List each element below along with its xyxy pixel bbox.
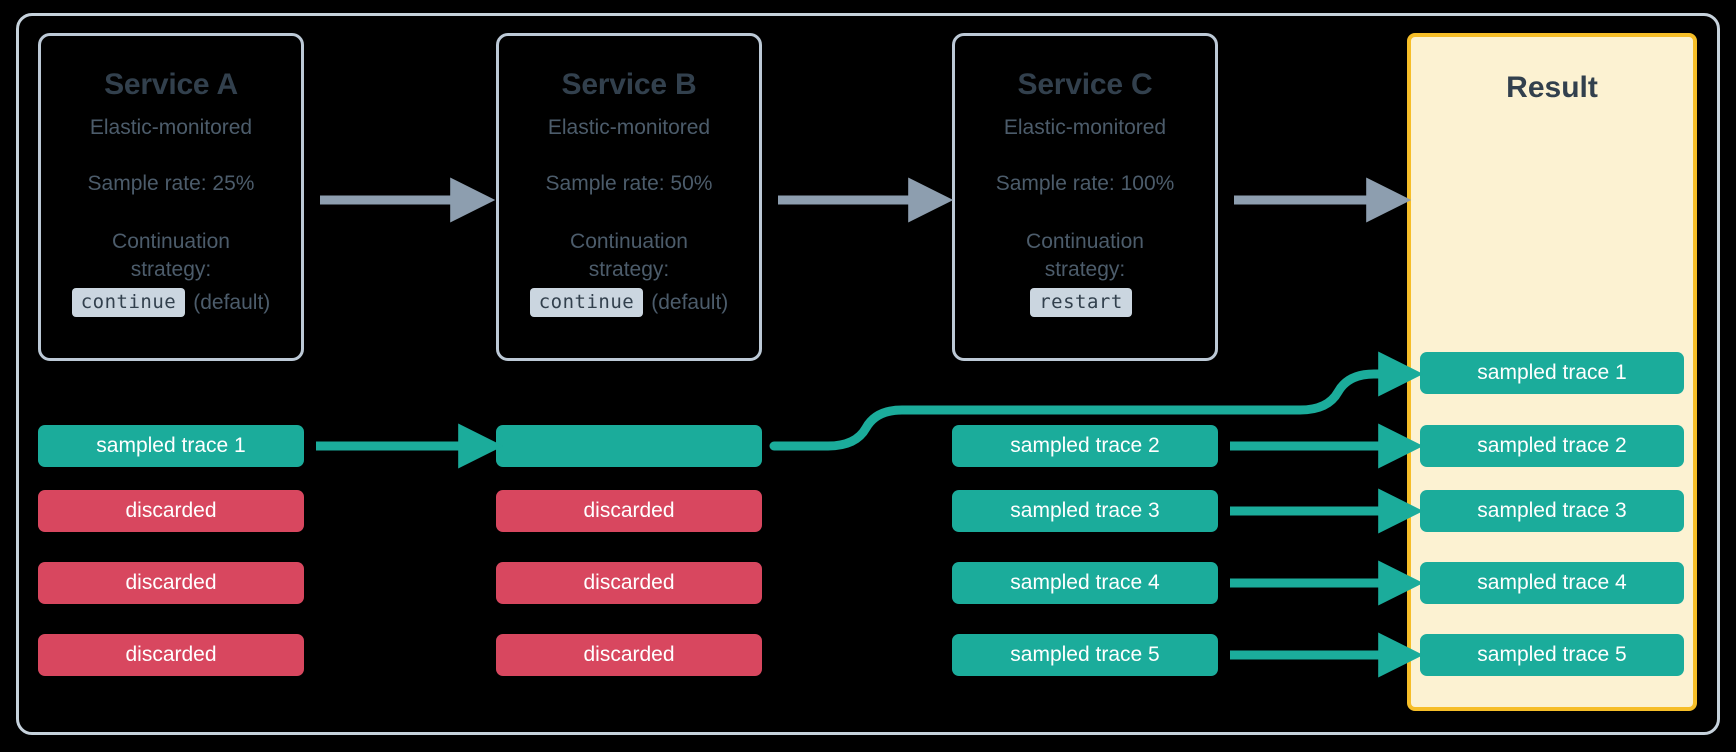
trace-pill-a-4-label: discarded xyxy=(125,643,217,666)
service-a-strategy-note: (default) xyxy=(193,290,271,314)
result-pill-5-label: sampled trace 5 xyxy=(1477,643,1627,666)
trace-pill-a-2: discarded xyxy=(38,490,304,532)
service-a-sample-rate: Sample rate: 25% xyxy=(87,172,255,196)
service-b-strategy-chip: continue xyxy=(529,288,644,318)
trace-pill-c-4-label: sampled trace 5 xyxy=(1010,643,1160,666)
trace-pill-c-3: sampled trace 4 xyxy=(952,562,1218,604)
service-b-strategy-row: continue (default) xyxy=(499,288,759,318)
trace-pill-c-1-label: sampled trace 2 xyxy=(1010,434,1160,457)
trace-pill-c-4: sampled trace 5 xyxy=(952,634,1218,676)
result-pill-3-label: sampled trace 3 xyxy=(1477,499,1627,522)
trace-pill-b-4-label: discarded xyxy=(583,643,675,666)
result-pill-2: sampled trace 2 xyxy=(1420,425,1684,467)
result-pill-4: sampled trace 4 xyxy=(1420,562,1684,604)
service-c-strategy-row: restart xyxy=(955,288,1215,318)
trace-pill-b-1 xyxy=(496,425,762,467)
service-c-subtitle: Elastic-monitored xyxy=(1003,116,1167,139)
service-card-c: Service C Elastic-monitored Sample rate:… xyxy=(952,33,1218,361)
trace-pill-b-4: discarded xyxy=(496,634,762,676)
result-pill-4-label: sampled trace 4 xyxy=(1477,571,1627,594)
trace-pill-c-2: sampled trace 3 xyxy=(952,490,1218,532)
service-b-title: Service B xyxy=(561,68,697,101)
result-pill-2-label: sampled trace 2 xyxy=(1477,434,1627,457)
service-a-title: Service A xyxy=(104,68,238,101)
service-b-strategy-label: Continuation strategy: xyxy=(570,229,688,281)
service-a-strategy-chip: continue xyxy=(71,288,186,318)
trace-pill-b-3: discarded xyxy=(496,562,762,604)
trace-pill-b-2-label: discarded xyxy=(583,499,675,522)
service-card-b: Service B Elastic-monitored Sample rate:… xyxy=(496,33,762,361)
trace-pill-b-2: discarded xyxy=(496,490,762,532)
result-title: Result xyxy=(1506,71,1598,104)
trace-pill-c-2-label: sampled trace 3 xyxy=(1010,499,1160,522)
result-pill-1-label: sampled trace 1 xyxy=(1477,361,1627,384)
service-a-strategy-row: continue (default) xyxy=(41,288,301,318)
service-card-a: Service A Elastic-monitored Sample rate:… xyxy=(38,33,304,361)
service-b-strategy-note: (default) xyxy=(651,290,729,314)
service-b-subtitle: Elastic-monitored xyxy=(547,116,711,139)
trace-pill-c-1: sampled trace 2 xyxy=(952,425,1218,467)
result-pill-3: sampled trace 3 xyxy=(1420,490,1684,532)
result-pill-5: sampled trace 5 xyxy=(1420,634,1684,676)
trace-pill-c-3-label: sampled trace 4 xyxy=(1010,571,1160,594)
trace-pill-a-1-label: sampled trace 1 xyxy=(96,434,246,457)
service-c-sample-rate: Sample rate: 100% xyxy=(995,172,1175,196)
trace-pill-a-2-label: discarded xyxy=(125,499,217,522)
result-pill-1: sampled trace 1 xyxy=(1420,352,1684,394)
trace-pill-a-4: discarded xyxy=(38,634,304,676)
trace-pill-a-3-label: discarded xyxy=(125,571,217,594)
service-a-subtitle: Elastic-monitored xyxy=(89,116,253,139)
service-c-title: Service C xyxy=(1017,68,1153,101)
trace-pill-b-3-label: discarded xyxy=(583,571,675,594)
service-a-strategy-label: Continuation strategy: xyxy=(112,229,230,281)
trace-pill-a-3: discarded xyxy=(38,562,304,604)
diagram-outer-frame xyxy=(16,13,1720,735)
service-b-sample-rate: Sample rate: 50% xyxy=(545,172,713,196)
service-c-strategy-label: Continuation strategy: xyxy=(1026,229,1144,281)
trace-pill-a-1: sampled trace 1 xyxy=(38,425,304,467)
service-c-strategy-chip: restart xyxy=(1030,288,1132,318)
